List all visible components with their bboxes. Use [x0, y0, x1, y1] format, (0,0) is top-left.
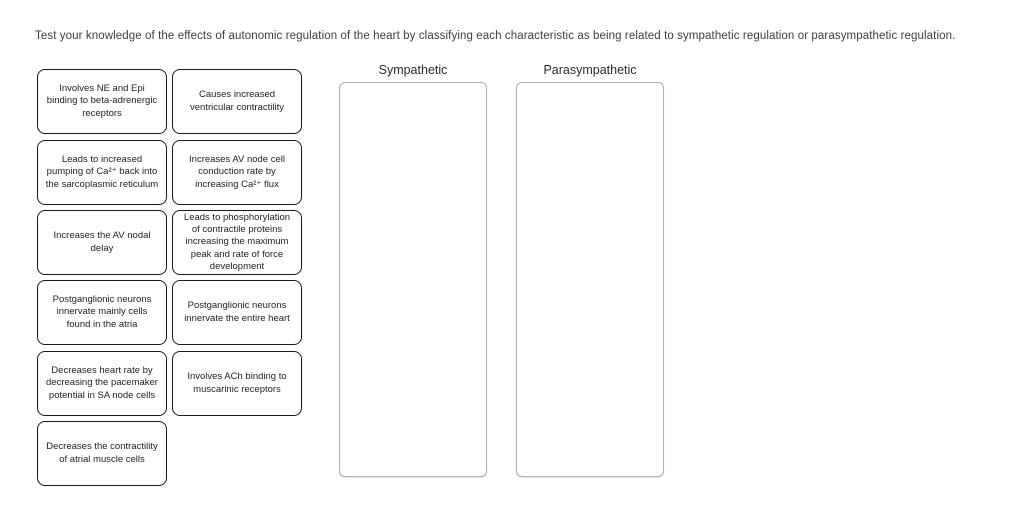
card-decreases-atrial-contractility[interactable]: Decreases the contractility of atrial mu… — [37, 421, 167, 486]
card-postganglionic-atria[interactable]: Postganglionic neurons innervate mainly … — [37, 280, 167, 345]
sympathetic-label: Sympathetic — [378, 63, 448, 77]
sympathetic-dropzone[interactable] — [339, 82, 487, 477]
card-decreases-heart-rate-sa-node[interactable]: Decreases heart rate by decreasing the p… — [37, 351, 167, 416]
card-increases-av-nodal-delay[interactable]: Increases the AV nodal delay — [37, 210, 167, 275]
card-postganglionic-entire-heart[interactable]: Postganglionic neurons innervate the ent… — [172, 280, 302, 345]
parasympathetic-label: Parasympathetic — [543, 63, 637, 77]
card-phosphorylation-contractile-proteins[interactable]: Leads to phosphorylation of contractile … — [172, 210, 302, 275]
card-av-node-conduction-ca-flux[interactable]: Increases AV node cell conduction rate b… — [172, 140, 302, 205]
card-increased-ventricular-contractility[interactable]: Causes increased ventricular contractili… — [172, 69, 302, 134]
card-ne-epi-beta-adrenergic[interactable]: Involves NE and Epi binding to beta-adre… — [37, 69, 167, 134]
card-ach-muscarinic-receptors[interactable]: Involves ACh binding to muscarinic recep… — [172, 351, 302, 416]
parasympathetic-dropzone[interactable] — [516, 82, 664, 477]
instruction-text: Test your knowledge of the effects of au… — [35, 30, 956, 42]
card-ca-pumping-sarcoplasmic-reticulum[interactable]: Leads to increased pumping of Ca²⁺ back … — [37, 140, 167, 205]
